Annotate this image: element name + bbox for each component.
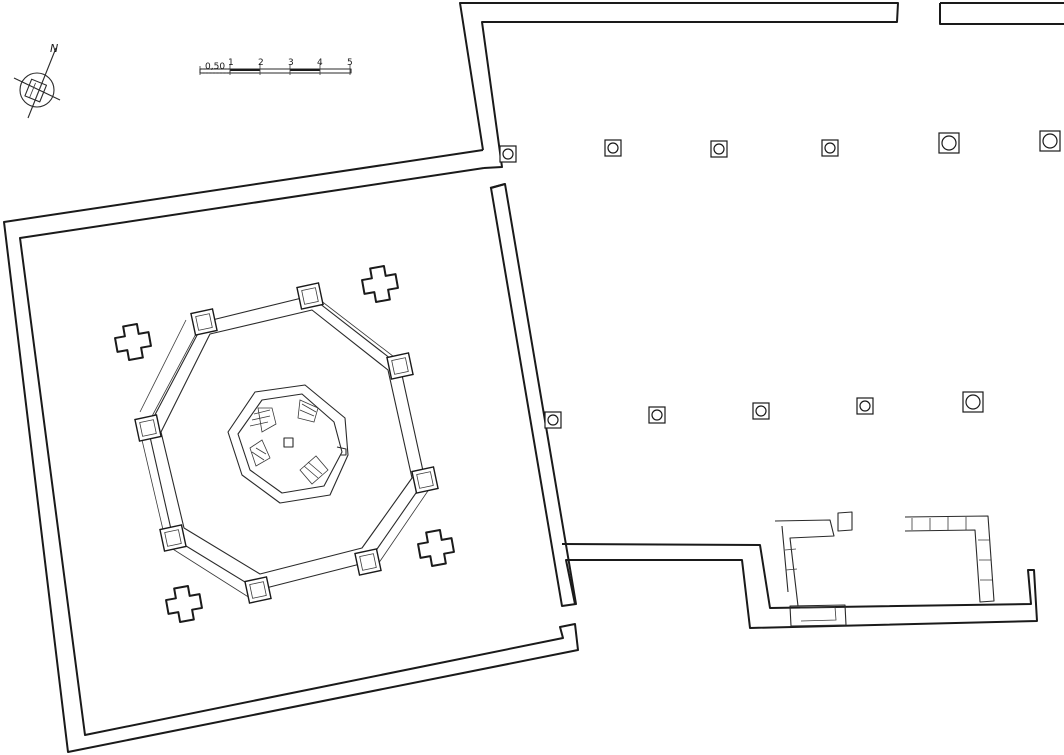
hall-column: [938, 132, 960, 154]
cross-pier: [361, 265, 399, 303]
hall-column: [544, 411, 562, 429]
scale-bar: 0,50 1 2 3 4 5: [199, 58, 353, 75]
hall-column: [821, 139, 839, 157]
square-chamber-walls: [3, 149, 579, 753]
scale-tick-label: 2: [258, 58, 264, 68]
cross-pier: [165, 585, 203, 623]
scale-tick-label: 4: [317, 58, 323, 68]
north-label: N: [50, 42, 58, 55]
square-pier: [386, 352, 414, 380]
hall-column: [962, 391, 984, 413]
hall-column: [604, 139, 622, 157]
central-octagon-structure: [227, 384, 349, 504]
square-pier: [134, 414, 162, 442]
hall-column: [499, 145, 517, 163]
scale-tick-label: 5: [347, 58, 353, 68]
long-hall-walls: [459, 2, 1064, 629]
square-pier: [411, 466, 439, 494]
square-pier: [190, 308, 218, 336]
cross-pier: [417, 529, 455, 567]
square-pier: [354, 548, 382, 576]
hall-column: [648, 406, 666, 424]
hall-column: [856, 397, 874, 415]
square-pier: [296, 282, 324, 310]
scale-tick-label: 1: [228, 58, 234, 68]
cross-pier: [114, 323, 152, 361]
north-arrow-icon: N: [13, 42, 61, 119]
square-pier: [244, 576, 272, 604]
scale-tick-label: 0,50: [205, 62, 225, 72]
hall-columns: [499, 130, 1061, 429]
hall-column: [752, 402, 770, 420]
corner-room: [774, 511, 995, 627]
square-pier: [159, 524, 187, 552]
hall-column: [1039, 130, 1061, 152]
hall-column: [710, 140, 728, 158]
scale-tick-label: 3: [288, 58, 294, 68]
cross-piers: [114, 265, 455, 623]
octagon-piers: [134, 282, 439, 604]
